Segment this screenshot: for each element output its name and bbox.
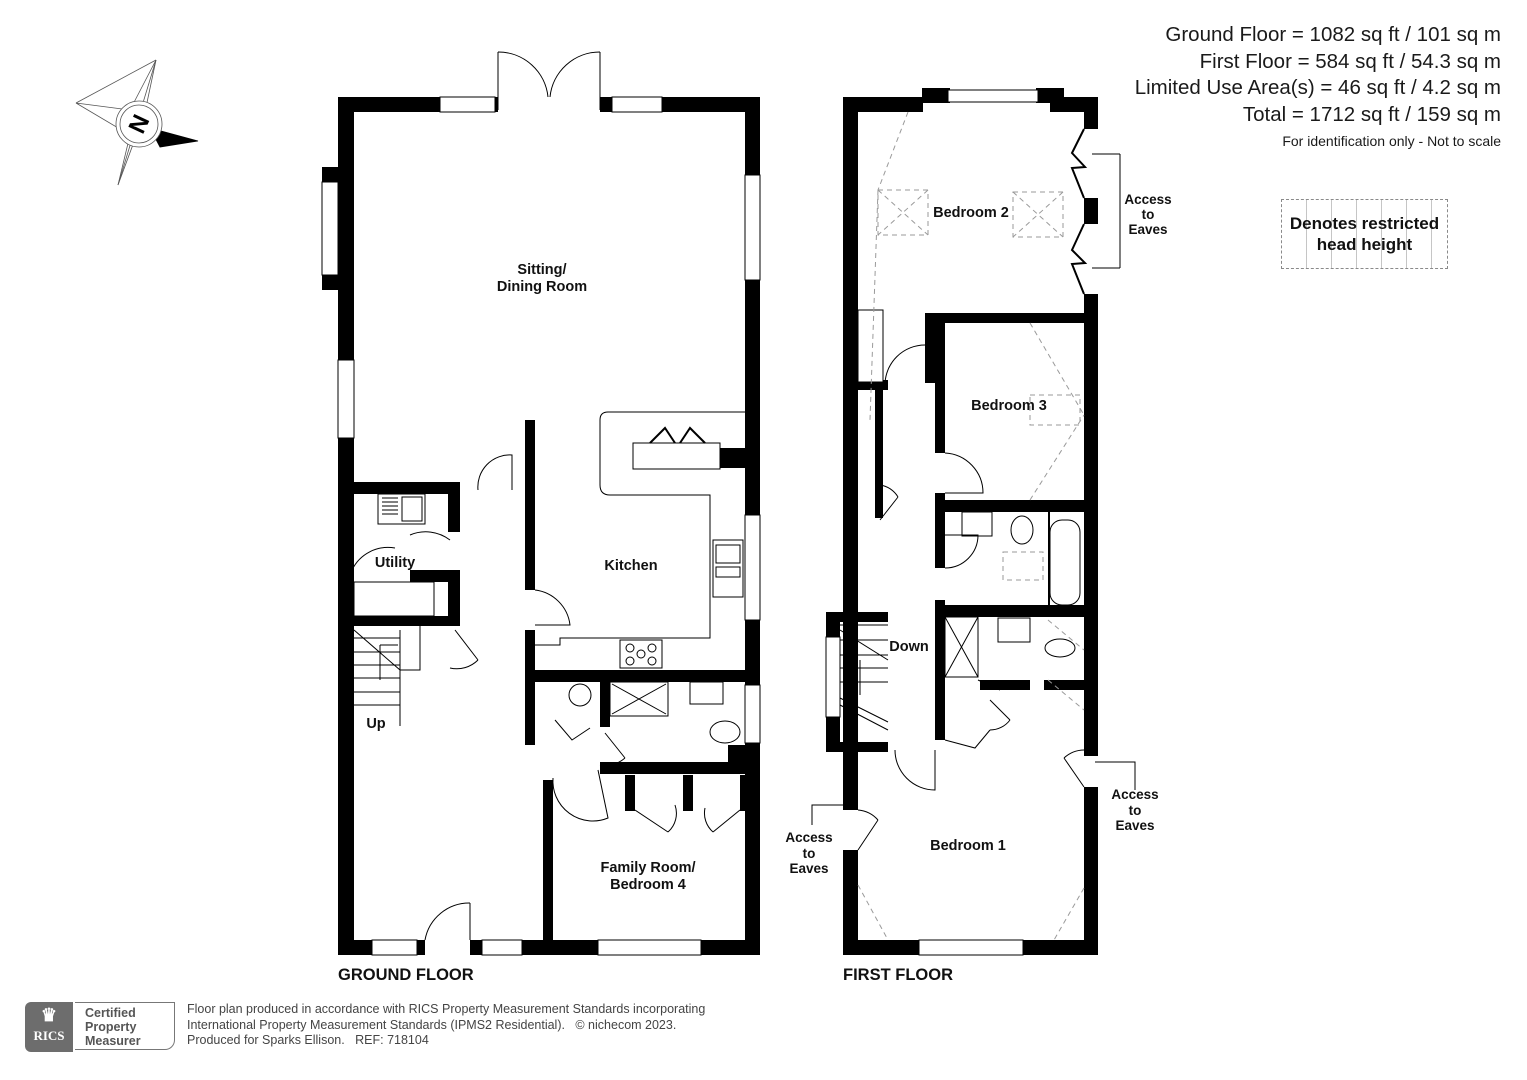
- eaves-label-line2: to: [802, 845, 816, 861]
- restricted-head-height-legend: Denotes restricted head height: [1281, 199, 1448, 269]
- area-summary: Ground Floor = 1082 sq ft / 101 sq m Fir…: [1135, 22, 1501, 154]
- north-arrow-compass-icon: N: [75, 59, 199, 186]
- eaves-label-line1: Access: [1111, 787, 1159, 802]
- eaves-label-line1: Access: [785, 830, 833, 845]
- room-name-line2: Bedroom 4: [610, 877, 686, 893]
- room-name-line1: Sitting/: [517, 262, 567, 278]
- room-sitting-dining: Sitting/ Dining Room: [497, 262, 587, 296]
- access-to-eaves-right: Access to Eaves: [1111, 787, 1158, 834]
- room-name-line1: Family Room/: [600, 860, 696, 876]
- eaves-label-line3: Eaves: [1115, 818, 1155, 833]
- eaves-label-line2: to: [1141, 207, 1155, 222]
- eaves-label-line3: Eaves: [1128, 222, 1168, 237]
- rics-logo: ♛ RICS: [25, 1002, 73, 1052]
- stairs-up-label: Up: [366, 716, 386, 732]
- room-kitchen: Kitchen: [604, 558, 657, 575]
- legend-label-line1: Denotes restricted: [1289, 214, 1440, 233]
- rics-certified-badge: ♛ RICS Certified Property Measurer: [25, 1002, 177, 1052]
- footer-line3: Produced for Sparks Ellison. REF: 718104: [187, 1033, 429, 1047]
- legend-label-line2: head height: [1316, 235, 1413, 254]
- ground-floor-title: GROUND FLOOR: [338, 966, 474, 984]
- room-name-line1: Utility: [374, 555, 416, 571]
- first-floor-plan: [825, 88, 1098, 956]
- access-to-eaves-bedroom2: Access to Eaves: [1124, 192, 1171, 237]
- badge-line1: Certified: [85, 1006, 136, 1020]
- first-floor-fixtures: [811, 128, 1136, 851]
- footer-line1: Floor plan produced in accordance with R…: [187, 1002, 706, 1016]
- room-bedroom-3: Bedroom 3: [971, 398, 1047, 415]
- room-utility: Utility: [375, 555, 415, 572]
- area-limited-use: Limited Use Area(s) = 46 sq ft / 4.2 sq …: [1134, 76, 1501, 99]
- area-first-floor: First Floor = 584 sq ft / 54.3 sq m: [1199, 49, 1501, 73]
- ground-floor-plan: [321, 96, 761, 956]
- area-ground-floor: Ground Floor = 1082 sq ft / 101 sq m: [1165, 23, 1501, 46]
- badge-line2: Property: [85, 1020, 137, 1034]
- area-total: Total = 1712 sq ft / 159 sq m: [1242, 102, 1501, 126]
- room-name-line1: Bedroom 3: [971, 398, 1047, 414]
- room-bedroom-1: Bedroom 1: [930, 838, 1006, 855]
- room-name-line1: Kitchen: [604, 558, 658, 574]
- stairs-down-label: Down: [889, 639, 929, 655]
- room-name-line1: Bedroom 2: [933, 205, 1009, 221]
- ground-floor-fixtures: [351, 51, 745, 941]
- badge-line3: Measurer: [85, 1034, 141, 1048]
- room-name-line2: Dining Room: [496, 279, 588, 295]
- eaves-label-line3: Eaves: [789, 861, 829, 876]
- footer-line2: International Property Measurement Stand…: [187, 1017, 677, 1032]
- rics-lion-icon: ♛: [40, 1005, 58, 1025]
- eaves-label-line1: Access: [1124, 192, 1172, 207]
- first-floor-title: FIRST FLOOR: [843, 966, 953, 984]
- rics-certified-text: Certified Property Measurer: [75, 1002, 175, 1050]
- restricted-head-height-zones: [857, 111, 1085, 941]
- access-to-eaves-left: Access to Eaves: [785, 830, 832, 877]
- rics-org-label: RICS: [33, 1028, 65, 1043]
- eaves-label-line2: to: [1128, 802, 1142, 818]
- footer-disclaimer: Floor plan produced in accordance with R…: [187, 1002, 705, 1049]
- scale-disclaimer: For identification only - Not to scale: [1282, 133, 1501, 149]
- room-name-line1: Bedroom 1: [930, 838, 1006, 854]
- room-bedroom-2: Bedroom 2: [933, 205, 1009, 222]
- room-family-bedroom4: Family Room/ Bedroom 4: [600, 860, 695, 894]
